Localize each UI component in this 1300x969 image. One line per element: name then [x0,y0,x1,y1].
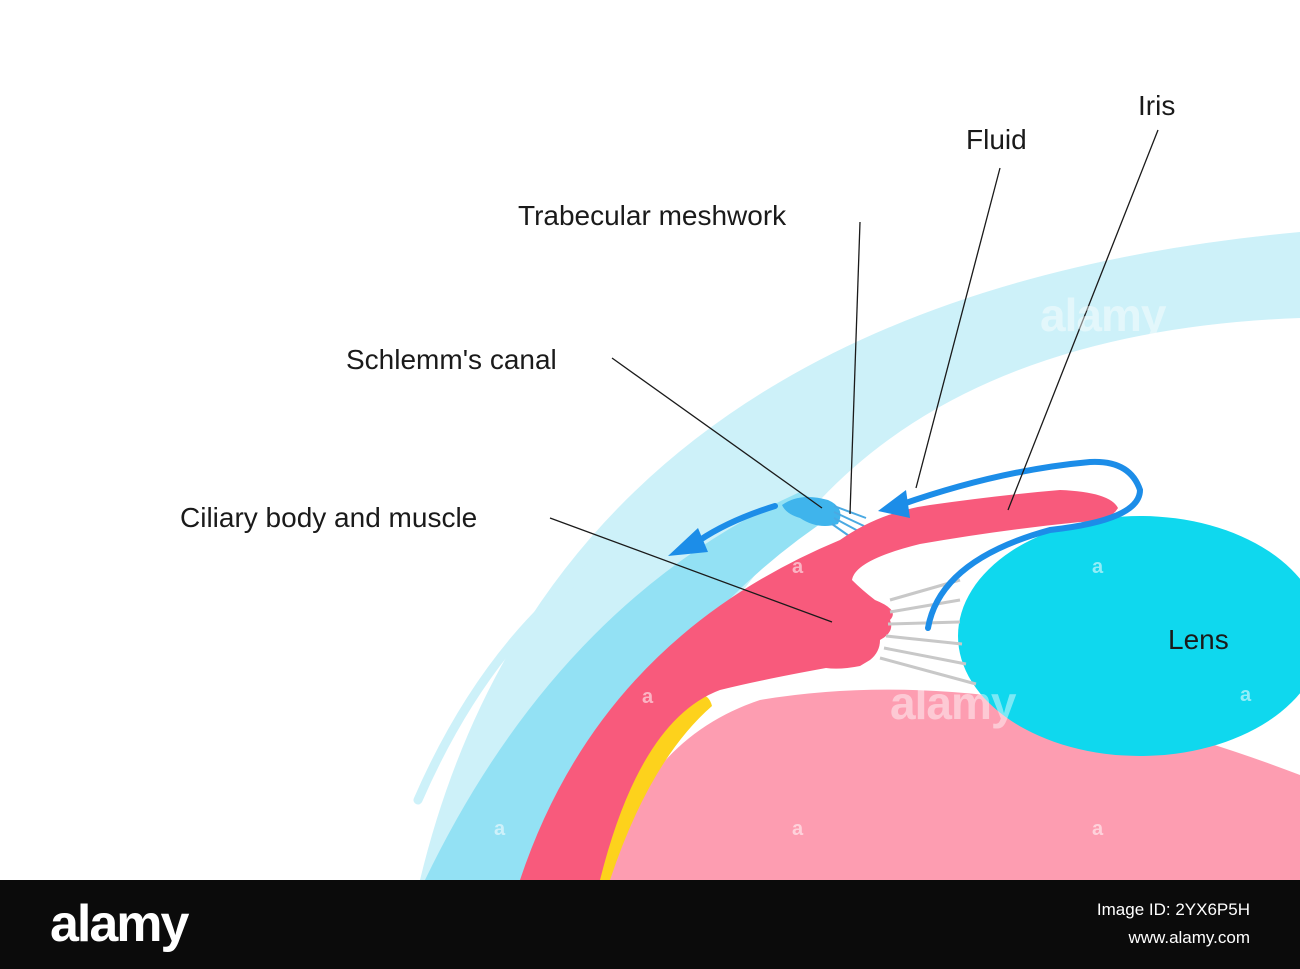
watermark-text-2: alamy [890,677,1016,729]
label-schlemms-canal: Schlemm's canal [346,344,557,375]
leader-iris [1007,129,1159,511]
ciliary-body [520,490,1118,880]
watermark-a-5: a [494,818,506,840]
watermark-a-4: a [1092,818,1104,840]
label-ciliary-body: Ciliary body and muscle [180,502,478,533]
watermark-a-3: a [792,818,804,840]
fluid-flow-path [897,458,1144,631]
outflow-arrowhead [668,528,708,556]
watermark-a-6: a [642,686,654,708]
footer-logo: alamy [50,895,189,953]
watermark-text-1: alamy [1040,289,1166,341]
footer-site: www.alamy.com [1128,928,1250,947]
leader-ciliary [549,517,833,623]
leader-lines [549,129,1159,623]
label-fluid: Fluid [966,124,1027,155]
watermark-a-2: a [1240,684,1252,706]
outflow-path [697,503,778,543]
schlemms-canal [782,496,841,526]
label-trabecular-meshwork: Trabecular meshwork [518,200,787,231]
lens-shape [958,516,1300,756]
label-iris: Iris [1138,90,1176,121]
leader-trabecular [849,221,861,515]
footer-bar: alamy Image ID: 2YX6P5H www.alamy.com [0,880,1300,969]
eye-anatomy-diagram: alamy alamy a a a a a a a Iris Fluid Tra… [180,90,1300,880]
watermark-a-1: a [1092,556,1104,578]
conjunctiva [413,477,805,805]
fluid-arrowhead [878,490,910,518]
leader-fluid [915,167,1001,489]
leader-schlemm [611,357,823,509]
eye-illustration [413,129,1300,880]
label-lens: Lens [1168,624,1229,655]
footer-image-id: Image ID: 2YX6P5H [1096,900,1250,919]
watermark-a-7: a [792,556,804,578]
